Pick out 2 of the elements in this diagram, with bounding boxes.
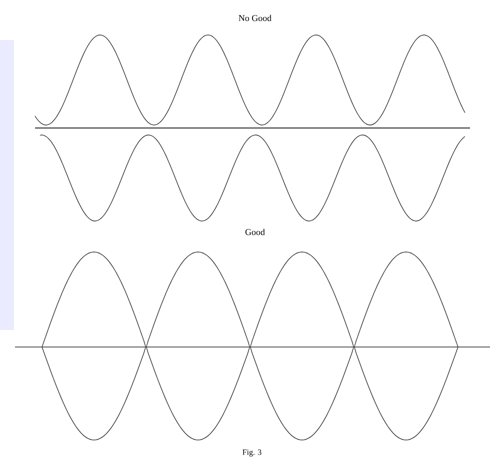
diagram-label: No Good [238,14,272,22]
diagram-label: Good [245,228,265,236]
